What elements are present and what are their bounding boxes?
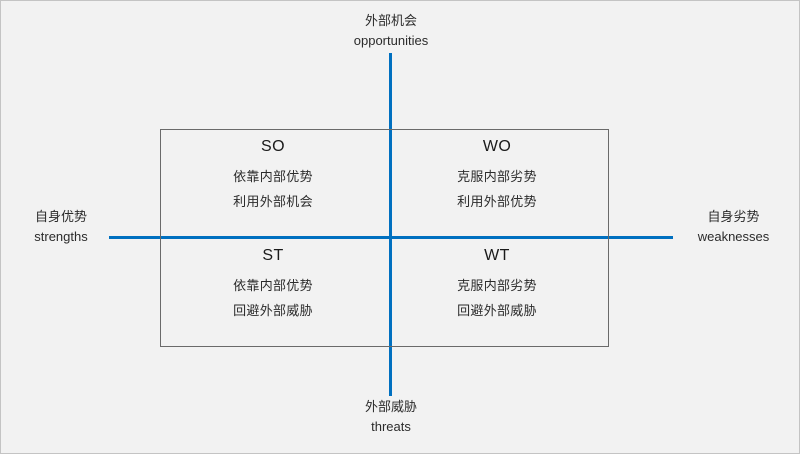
quadrant-wo-line-2: 利用外部优势 xyxy=(457,194,537,209)
quadrant-wt-line-2: 回避外部威胁 xyxy=(457,303,537,318)
swot-matrix-border xyxy=(160,129,609,347)
horizontal-axis-line xyxy=(109,236,673,239)
quadrant-so-line-2: 利用外部机会 xyxy=(233,194,313,209)
quadrant-so-title: SO xyxy=(261,138,285,155)
axis-label-strengths: 自身优势 strengths xyxy=(11,207,111,247)
quadrant-st-line-2: 回避外部威胁 xyxy=(233,303,313,318)
axis-label-opportunities-zh: 外部机会 xyxy=(364,13,417,28)
quadrant-st-line-1: 依靠内部优势 xyxy=(233,278,313,293)
axis-label-opportunities-en: opportunities xyxy=(353,33,429,48)
quadrant-wt-line-1: 克服内部劣势 xyxy=(457,278,537,293)
axis-label-threats-zh: 外部威胁 xyxy=(364,399,417,414)
axis-label-strengths-en: strengths xyxy=(34,229,88,244)
quadrant-wo-line-1: 克服内部劣势 xyxy=(457,169,537,184)
axis-label-weaknesses-en: weaknesses xyxy=(697,229,770,244)
quadrant-wo[interactable]: WO 克服内部劣势 利用外部优势 xyxy=(385,130,609,238)
quadrant-wt[interactable]: WT 克服内部劣势 回避外部威胁 xyxy=(385,239,609,347)
axis-label-opportunities: 外部机会 opportunities xyxy=(321,11,461,51)
quadrant-st[interactable]: ST 依靠内部优势 回避外部威胁 xyxy=(161,239,385,347)
quadrant-wo-title: WO xyxy=(482,138,512,155)
axis-label-weaknesses-zh: 自身劣势 xyxy=(707,209,760,224)
quadrant-wt-title: WT xyxy=(484,247,510,264)
quadrant-so[interactable]: SO 依靠内部优势 利用外部机会 xyxy=(161,130,385,238)
quadrant-st-title: ST xyxy=(262,247,284,264)
axis-label-weaknesses: 自身劣势 weaknesses xyxy=(676,207,791,247)
axis-label-threats-en: threats xyxy=(371,419,411,434)
vertical-axis-line xyxy=(389,53,392,396)
axis-label-threats: 外部威胁 threats xyxy=(321,397,461,437)
axis-label-strengths-zh: 自身优势 xyxy=(34,209,87,224)
quadrant-so-line-1: 依靠内部优势 xyxy=(233,169,313,184)
